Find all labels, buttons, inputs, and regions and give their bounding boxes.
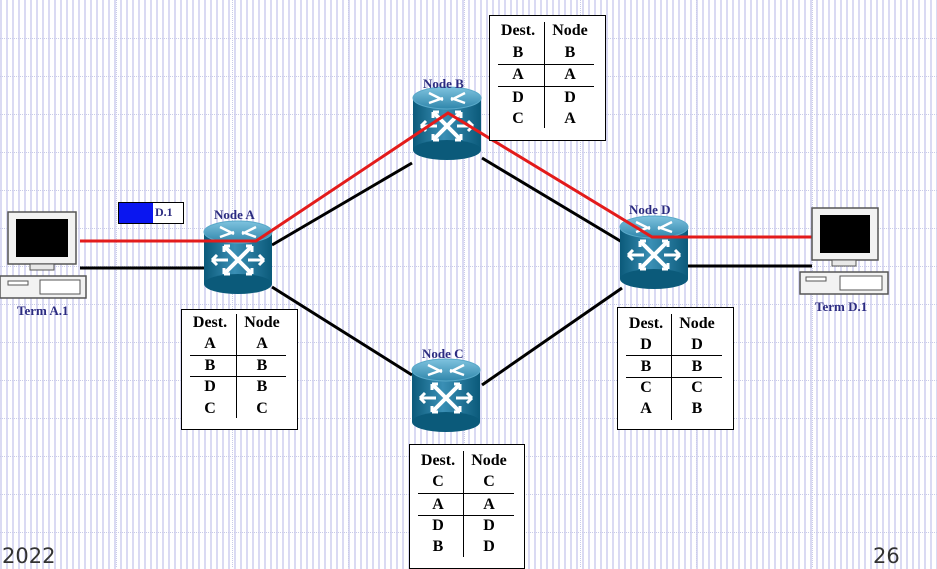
- node-c-label: Node C: [422, 346, 464, 361]
- router-icon-node-c: [410, 357, 482, 434]
- table-header-dest: Dest.: [628, 315, 664, 332]
- table-header-dest: Dest.: [192, 314, 228, 331]
- table-cell: A: [483, 496, 495, 513]
- table-divider: [626, 377, 722, 378]
- table-cell: C: [483, 473, 495, 490]
- table-cell: B: [691, 400, 703, 417]
- table-divider: [418, 515, 514, 516]
- table-cell: B: [432, 538, 444, 555]
- node-b-label: Node B: [423, 76, 464, 91]
- router-icon-node-d: [618, 214, 690, 291]
- node-a-label: Node A: [214, 207, 255, 222]
- table-divider: [626, 355, 722, 356]
- table-cell: C: [204, 400, 216, 417]
- table-cell: D: [512, 89, 524, 106]
- table-cell: A: [204, 335, 216, 352]
- routing-table-node-b: Dest. Node B B A A D D C A: [489, 15, 606, 141]
- table-cell: B: [204, 357, 216, 374]
- table-header-node: Node: [552, 22, 588, 39]
- table-divider: [190, 376, 286, 377]
- link-nodeA-nodeC: [271, 285, 413, 377]
- table-divider: [236, 314, 237, 418]
- table-divider: [498, 86, 594, 87]
- table-cell: D: [483, 538, 495, 555]
- table-divider: [190, 355, 286, 356]
- terminal-icon-a1: [0, 211, 87, 299]
- table-cell: C: [256, 400, 268, 417]
- link-nodeB-nodeD: [481, 156, 623, 244]
- router-icon-node-b: [411, 85, 483, 162]
- router-icon-node-a: [202, 219, 274, 296]
- table-cell: D: [691, 336, 703, 353]
- table-cell: D: [483, 517, 495, 534]
- link-nodeA-nodeB: [271, 161, 413, 247]
- table-header-node: Node: [471, 452, 507, 469]
- table-divider: [463, 451, 464, 557]
- table-header-node: Node: [244, 314, 280, 331]
- term-d1-label: Term D.1: [815, 299, 868, 314]
- table-cell: C: [691, 379, 703, 396]
- table-cell: B: [256, 378, 268, 395]
- table-cell: D: [640, 336, 652, 353]
- table-cell: B: [256, 357, 268, 374]
- terminal-icon-d1: [799, 207, 889, 295]
- table-cell: B: [691, 358, 703, 375]
- node-d-label: Node D: [629, 202, 671, 217]
- table-divider: [418, 493, 514, 494]
- table-cell: C: [512, 110, 524, 127]
- table-header-dest: Dest.: [500, 22, 536, 39]
- table-cell: B: [564, 44, 576, 61]
- table-cell: A: [640, 400, 652, 417]
- packet-color-block: [119, 203, 153, 223]
- table-cell: A: [512, 66, 524, 83]
- term-a1-label: Term A.1: [17, 303, 69, 318]
- link-nodeC-nodeD: [481, 286, 623, 387]
- packet: D.1: [118, 202, 184, 224]
- table-cell: A: [564, 66, 576, 83]
- table-cell: D: [432, 517, 444, 534]
- table-cell: A: [256, 335, 268, 352]
- table-header-node: Node: [679, 315, 715, 332]
- table-divider: [671, 314, 672, 420]
- table-cell: D: [204, 378, 216, 395]
- page-number: 26: [873, 544, 900, 568]
- table-cell: C: [640, 379, 652, 396]
- routing-table-node-d: Dest. Node D D B B C C A B: [617, 307, 734, 430]
- links: [80, 156, 812, 387]
- routing-table-node-c: Dest. Node C C A A D D B D: [409, 444, 525, 569]
- table-header-dest: Dest.: [420, 452, 456, 469]
- table-cell: A: [564, 110, 576, 127]
- packet-label: D.1: [155, 205, 173, 219]
- table-cell: A: [432, 496, 444, 513]
- footer-year: 2022: [2, 544, 56, 568]
- table-cell: B: [640, 358, 652, 375]
- table-divider: [544, 22, 545, 128]
- table-cell: C: [432, 473, 444, 490]
- routing-table-node-a: Dest. Node A A B B D B C C: [181, 309, 298, 430]
- table-cell: D: [564, 89, 576, 106]
- table-cell: B: [512, 44, 524, 61]
- table-divider: [498, 64, 594, 65]
- route-path: [80, 111, 812, 243]
